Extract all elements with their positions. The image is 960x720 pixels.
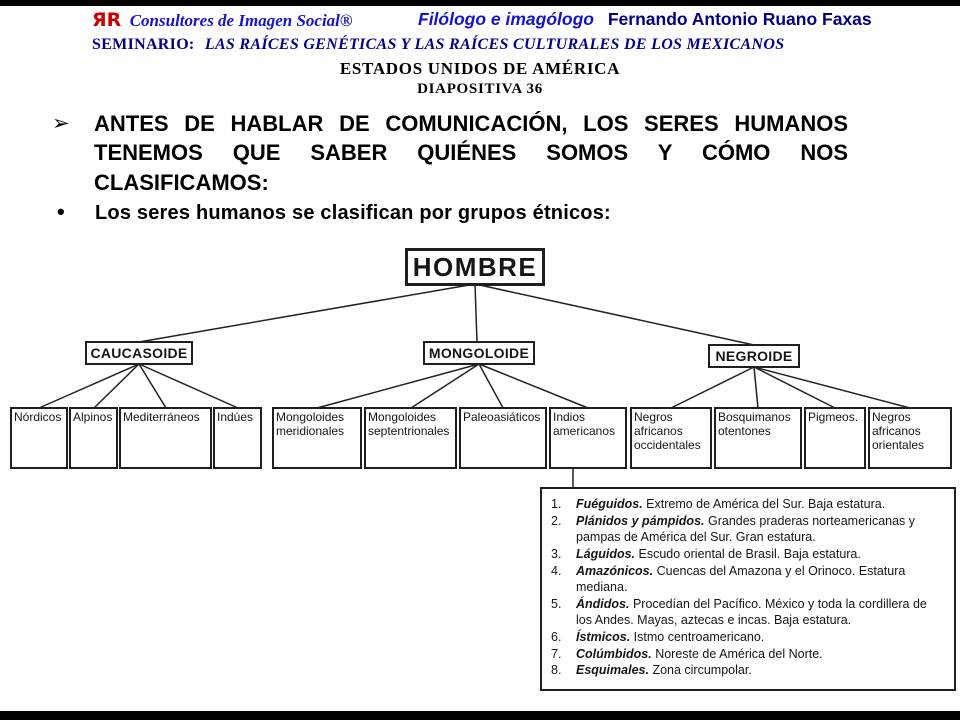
indios-americanos-notes-box: 1. Fuéguidos. Extremo de América del Sur… xyxy=(540,487,956,691)
seminar-title: LAS RAÍCES GENÉTICAS Y LAS RAÍCES CULTUR… xyxy=(204,36,785,53)
note-number: 1. xyxy=(551,497,562,511)
note-term: Láguidos. xyxy=(576,546,636,561)
note-text: Ístmicos. Istmo centroamericano. xyxy=(576,629,944,646)
arrow-bullet-icon: ➢ xyxy=(52,111,70,135)
note-item: 7. Colúmbidos. Noreste de América del No… xyxy=(551,646,944,663)
subtitle-country: ESTADOS UNIDOS DE AMÉRICA xyxy=(339,59,621,78)
note-term: Esquimales. xyxy=(576,663,649,678)
author-line: Filólogo e imagólogo Fernando Antonio Ru… xyxy=(418,9,872,30)
note-text: Fuéguidos. Extremo de América del Sur. B… xyxy=(576,496,944,513)
author-role: Filólogo e imagólogo xyxy=(418,9,594,29)
leaf-alpinos: Alpinos xyxy=(69,407,118,469)
note-text: Plánidos y pámpidos. Grandes praderas no… xyxy=(576,513,944,546)
leaf-mongoloides-septentrionales: Mongoloides septentrionales xyxy=(364,407,457,469)
leaf-nordicos: Nórdicos xyxy=(10,407,68,469)
note-number: 2. xyxy=(551,513,562,528)
leaf-indues: Indúes xyxy=(213,407,262,469)
brand-line: ЯR Consultores de Imagen Social® xyxy=(92,9,353,31)
note-desc: Noreste de América del Norte. xyxy=(655,646,823,661)
note-desc: Zona circumpolar. xyxy=(652,663,752,678)
branch-negroide: NEGROIDE xyxy=(708,344,800,368)
brand-name: Consultores de Imagen Social® xyxy=(129,11,353,30)
note-number: 7. xyxy=(551,646,562,661)
note-number: 5. xyxy=(551,596,562,611)
note-item: 2. Plánidos y pámpidos. Grandes praderas… xyxy=(551,513,944,546)
note-item: 4. Amazónicos. Cuencas del Amazona y el … xyxy=(551,563,944,596)
note-text: Ándidos. Procedían del Pacífico. México … xyxy=(576,596,944,629)
leaf-paleoasiaticos: Paleoasiáticos xyxy=(459,407,547,469)
leaf-mediterraneos: Mediterráneos xyxy=(119,407,212,469)
note-desc: Grandes praderas norteamericanas y pampa… xyxy=(576,513,916,545)
note-number: 3. xyxy=(551,546,562,561)
top-border-bar xyxy=(0,0,960,6)
brand-logo-mark: ЯR xyxy=(92,9,122,31)
bullet-main-text: ANTES DE HABLAR DE COMUNICACIÓN, LOS SER… xyxy=(94,111,848,195)
note-desc: Cuencas del Amazona y el Orinoco. Estatu… xyxy=(576,563,906,595)
note-text: Láguidos. Escudo oriental de Brasil. Baj… xyxy=(576,546,944,563)
note-term: Ístmicos. xyxy=(576,630,631,644)
note-desc: Istmo centroamericano. xyxy=(633,630,765,644)
note-number: 4. xyxy=(551,563,562,578)
leaf-pigmeos: Pigmeos. xyxy=(804,407,866,469)
note-term: Ándidos. xyxy=(576,596,630,611)
note-desc: Escudo oriental de Brasil. Baja estatura… xyxy=(638,546,861,561)
author-name: Fernando Antonio Ruano Faxas xyxy=(607,9,872,29)
note-number: 6. xyxy=(551,630,562,644)
note-term: Plánidos y pámpidos. xyxy=(576,513,705,528)
note-term: Colúmbidos. xyxy=(576,646,652,661)
tree-root-hombre: HOMBRE xyxy=(405,248,545,286)
dot-bullet-icon: • xyxy=(57,199,65,224)
seminar-label: SEMINARIO: xyxy=(92,36,195,53)
subtitle-slide-number: DIAPOSITIVA 36 xyxy=(417,81,543,97)
note-item: 1. Fuéguidos. Extremo de América del Sur… xyxy=(551,496,944,513)
note-term: Fuéguidos. xyxy=(576,497,643,511)
note-item: 8. Esquimales. Zona circumpolar. xyxy=(551,662,944,679)
bullet-sub-text: Los seres humanos se clasifican por grup… xyxy=(95,202,611,224)
note-item: 5. Ándidos. Procedían del Pacífico. Méxi… xyxy=(551,596,944,629)
note-text: Esquimales. Zona circumpolar. xyxy=(576,662,944,679)
note-item: 3. Láguidos. Escudo oriental de Brasil. … xyxy=(551,546,944,563)
leaf-indios-americanos: Indios americanos xyxy=(549,407,627,469)
note-text: Colúmbidos. Noreste de América del Norte… xyxy=(576,646,944,663)
leaf-bosquimanos-otentones: Bosquimanos otentones xyxy=(714,407,802,469)
branch-mongoloide: MONGOLOIDE xyxy=(423,341,535,365)
leaf-negros-africanos-orientales: Negros africanos orientales xyxy=(868,407,952,469)
leaf-mongoloides-meridionales: Mongoloides meridionales xyxy=(272,407,362,469)
bottom-border-bar xyxy=(0,711,960,720)
note-term: Amazónicos. xyxy=(576,563,654,578)
note-number: 8. xyxy=(551,663,562,678)
seminar-line: SEMINARIO: LAS RAÍCES GENÉTICAS Y LAS RA… xyxy=(92,36,784,54)
note-text: Amazónicos. Cuencas del Amazona y el Ori… xyxy=(576,563,944,596)
note-desc: Procedían del Pacífico. México y toda la… xyxy=(576,596,927,628)
leaf-negros-africanos-occidentales: Negros africanos occidentales xyxy=(630,407,712,469)
branch-caucasoide: CAUCASOIDE xyxy=(85,341,193,365)
note-desc: Extremo de América del Sur. Baja estatur… xyxy=(646,497,886,511)
note-item: 6. Ístmicos. Istmo centroamericano. xyxy=(551,629,944,646)
